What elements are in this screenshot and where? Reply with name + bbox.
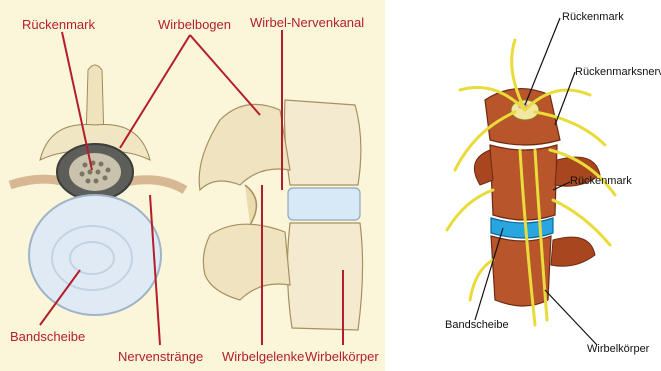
label-right-rueckenmarksnerv: Rückenmarksnerv bbox=[575, 67, 661, 78]
transverse-process-left bbox=[474, 150, 493, 185]
vertebral-arch-upper bbox=[199, 104, 290, 190]
vertebral-body-upper bbox=[285, 100, 361, 185]
label-rueckenmark: Rückenmark bbox=[22, 18, 95, 31]
intervertebral-disc-side bbox=[288, 188, 360, 220]
label-right-bandscheibe: Bandscheibe bbox=[445, 320, 509, 331]
label-right-rueckenmark: Rückenmark bbox=[562, 12, 624, 23]
label-nervenstraenge: Nervenstränge bbox=[118, 350, 203, 363]
leader-wirbelkoerper bbox=[545, 290, 597, 345]
intervertebral-disc-cross-section bbox=[29, 195, 161, 315]
nerve-root-right bbox=[125, 180, 185, 190]
label-wirbel-nervenkanal: Wirbel-Nervenkanal bbox=[250, 16, 364, 29]
label-wirbelgelenke: Wirbelgelenke bbox=[222, 350, 304, 363]
vertebral-arch-lower bbox=[203, 224, 290, 300]
label-right-rueckenmark-2: Rückenmark bbox=[570, 176, 632, 187]
nerve-root-left bbox=[10, 179, 65, 185]
label-wirbelkoerper: Wirbelkörper bbox=[305, 350, 379, 363]
label-bandscheibe: Bandscheibe bbox=[10, 330, 85, 343]
pointer-wirbelbogen-left bbox=[120, 35, 190, 148]
vertebral-body-lower bbox=[287, 223, 362, 330]
pointer-wirbelbogen-right bbox=[190, 35, 260, 115]
label-wirbelbogen: Wirbelbogen bbox=[158, 18, 231, 31]
label-right-wirbelkoerper: Wirbelkörper bbox=[587, 344, 649, 355]
spinal-cord-cross-section bbox=[69, 153, 121, 191]
transverse-process-right-2 bbox=[551, 237, 595, 266]
facet-joint bbox=[245, 185, 256, 225]
left-figure-panel: Rückenmark Wirbelbogen Wirbel-Nervenkana… bbox=[0, 0, 385, 371]
leader-rueckenmarksnerv bbox=[555, 72, 575, 125]
left-spine-illustration bbox=[0, 0, 385, 371]
